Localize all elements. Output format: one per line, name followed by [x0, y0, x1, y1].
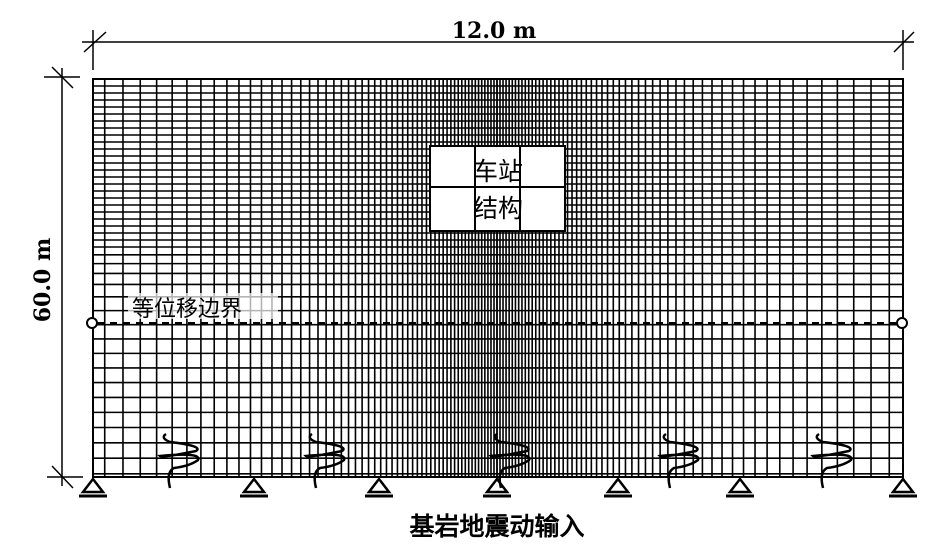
height-label: 60.0 m: [30, 238, 56, 323]
station-label-line1: 车站: [473, 157, 523, 186]
seismic-wave-icon: [810, 432, 853, 489]
equal-displacement-boundary: 等位移边界: [86, 293, 908, 329]
support-triangle-icon: [79, 476, 107, 498]
seismic-wave-icon: [303, 432, 346, 489]
support-triangle-icon: [365, 476, 393, 498]
width-label: 12.0 m: [452, 18, 537, 44]
station-label-line2: 结构: [473, 194, 523, 223]
width-dimension: [82, 30, 915, 70]
support-triangle-icon: [889, 476, 917, 498]
seismic-wave-symbols: [157, 432, 853, 489]
seismic-wave-icon: [157, 432, 200, 489]
seismic-wave-icon: [488, 432, 531, 489]
fixed-supports: [79, 476, 917, 498]
support-triangle-icon: [240, 476, 268, 498]
station-structure: 车站 结构: [429, 145, 566, 232]
seismic-wave-icon: [657, 432, 700, 489]
height-dimension: [44, 66, 83, 489]
mesh-grid: [93, 78, 903, 477]
support-triangle-icon: [604, 476, 632, 498]
boundary-label: 等位移边界: [132, 297, 242, 322]
mesh-border: [92, 78, 904, 478]
support-triangle-icon: [726, 476, 754, 498]
support-triangle-icon: [483, 476, 511, 498]
bedrock-input-label: 基岩地震动输入: [409, 512, 584, 541]
boundary-node-left: [86, 317, 98, 329]
boundary-node-right: [896, 317, 908, 329]
